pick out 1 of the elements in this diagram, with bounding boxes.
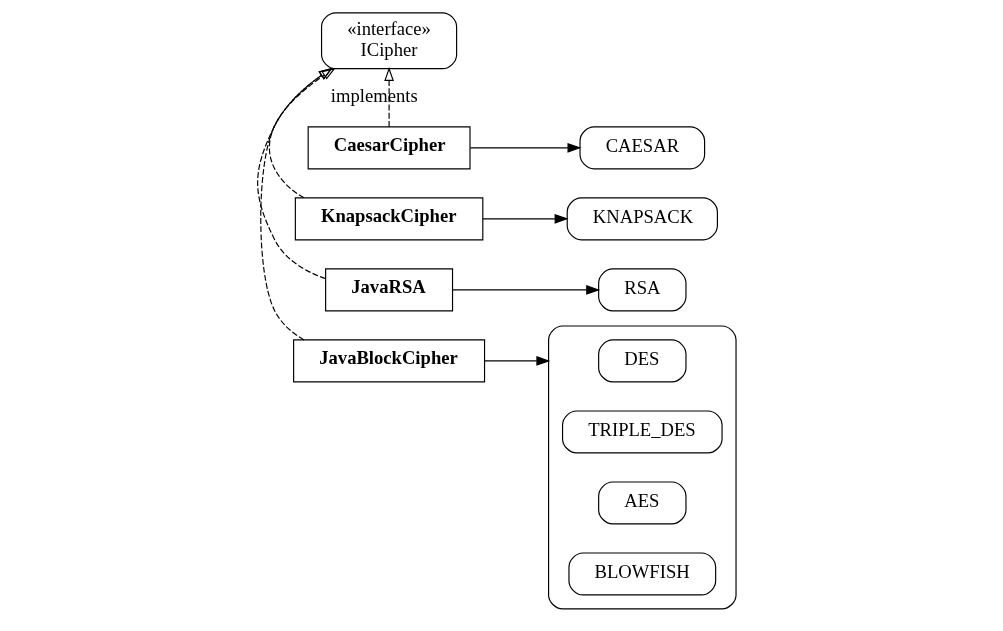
edge-label: implements xyxy=(330,85,418,107)
